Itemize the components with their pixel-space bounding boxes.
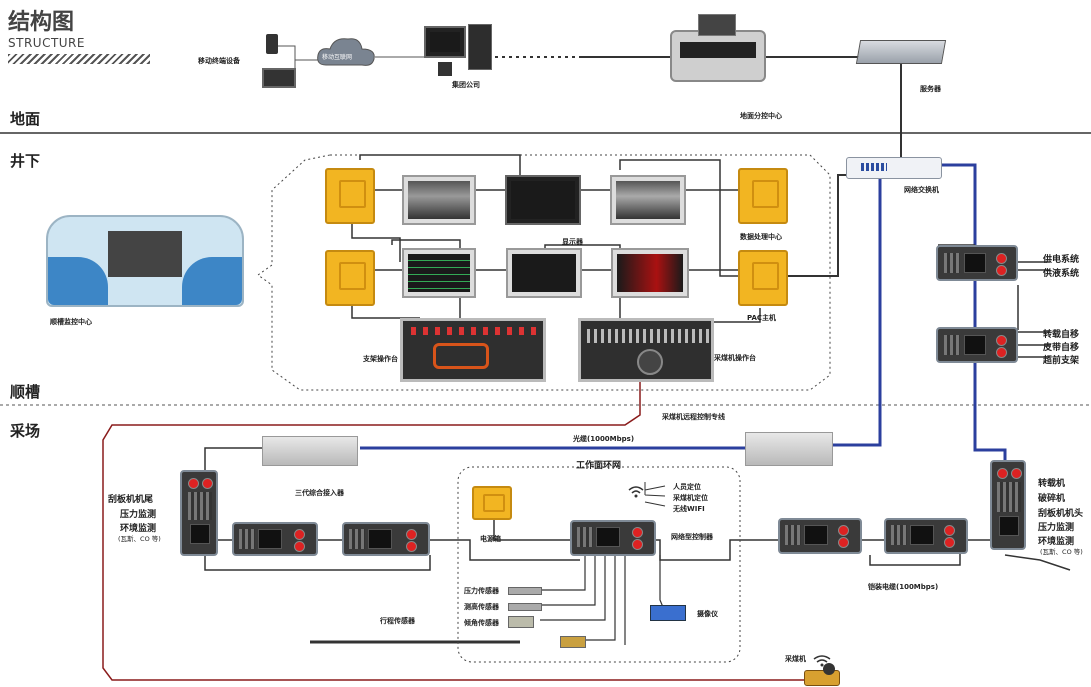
pac-host-box — [738, 250, 788, 306]
face-controller-1 — [232, 522, 318, 556]
display-1 — [402, 175, 476, 225]
transfer-move-label: 转载自移 — [1043, 327, 1079, 340]
zone-trough-label: 顺槽 — [10, 381, 40, 402]
display-6 — [611, 248, 689, 298]
supply-controller-1 — [936, 245, 1018, 281]
tail-note: (瓦斯、CO 等) — [118, 533, 161, 543]
monitor-center-label: 顺槽监控中心 — [50, 317, 92, 327]
face-controller-4 — [884, 518, 968, 554]
head-item-2: 破碎机 — [1038, 491, 1065, 504]
tail-item-2: 压力监测 — [120, 507, 156, 520]
network-controller — [570, 520, 656, 556]
sensor-label-tilt: 倾角传感器 — [464, 618, 499, 628]
zone-underground-label: 井下 — [10, 150, 40, 171]
power-box-label: 电源箱 — [480, 534, 501, 544]
height-sensor-icon — [508, 603, 542, 611]
network-switch-label: 网络交换机 — [904, 185, 939, 195]
camera-label: 摄像仪 — [697, 609, 718, 619]
camera-icon — [650, 605, 686, 621]
access-unit-label: 三代综合接入器 — [295, 488, 344, 498]
advance-support-label: 超前支架 — [1043, 353, 1079, 366]
server-label: 服务器 — [920, 84, 941, 94]
remote-line-label: 采煤机远程控制专线 — [662, 412, 725, 422]
pac-host-label: PAC主机 — [747, 313, 776, 323]
data-center-box — [738, 168, 788, 224]
shearer-console — [578, 318, 714, 382]
head-note: (瓦斯、CO 等) — [1040, 546, 1083, 556]
flameproof-box-2 — [325, 250, 375, 306]
stroke-sensor-icon — [560, 636, 586, 648]
internet-label: 移动互联网 — [322, 52, 352, 61]
data-center-label: 数据处理中心 — [740, 232, 782, 242]
group-company-stand — [438, 62, 452, 76]
power-supply-label: 供电系统 — [1043, 252, 1079, 265]
sensor-label-height: 测高传感器 — [464, 602, 499, 612]
supply-controller-2 — [936, 327, 1018, 363]
pressure-sensor-icon — [508, 587, 542, 595]
shearer-label: 采煤机 — [785, 654, 806, 664]
sensor-label-pressure: 压力传感器 — [464, 586, 499, 596]
network-switch-icon — [846, 157, 942, 179]
liquid-supply-label: 供液系统 — [1043, 266, 1079, 279]
tablet-icon — [262, 68, 296, 88]
face-controller-3 — [778, 518, 862, 554]
wireless-item-2: 采煤机定位 — [673, 493, 708, 503]
ground-control-label: 地面分控中心 — [740, 111, 782, 121]
head-item-4: 压力监测 — [1038, 520, 1074, 533]
display-5 — [506, 248, 582, 298]
zone-ground-label: 地面 — [10, 108, 40, 129]
power-box-icon — [472, 486, 512, 520]
display-2 — [505, 175, 581, 225]
group-company-label: 集团公司 — [452, 80, 480, 90]
wireless-item-3: 无线WIFI — [673, 504, 705, 514]
ground-control-desk — [670, 30, 766, 82]
stroke-sensor-label: 行程传感器 — [380, 616, 415, 626]
head-item-1: 转载机 — [1038, 476, 1065, 489]
head-controller — [990, 460, 1026, 550]
access-unit-left — [262, 436, 358, 466]
display-3 — [610, 175, 686, 225]
head-item-3: 刮板机机头 — [1038, 506, 1083, 519]
monitor-center-booth — [46, 215, 244, 307]
shearer-console-label: 采煤机操作台 — [714, 353, 756, 363]
tail-controller — [180, 470, 218, 556]
display-4 — [402, 248, 476, 298]
network-controller-label: 网络型控制器 — [671, 532, 713, 542]
ring-network-label: 工作面环网 — [576, 458, 621, 471]
tilt-sensor-icon — [508, 616, 534, 628]
support-console — [400, 318, 546, 382]
fiber-label: 光缆(1000Mbps) — [573, 434, 634, 444]
group-company-tower — [468, 24, 492, 70]
armored-cable-label: 铠装电缆(100Mbps) — [868, 582, 938, 592]
flameproof-box-1 — [325, 168, 375, 224]
phone-icon — [266, 34, 278, 54]
wireless-item-1: 人员定位 — [673, 482, 701, 492]
support-console-label: 支架操作台 — [363, 354, 398, 364]
access-unit-right — [745, 432, 833, 466]
wifi-icon — [627, 484, 645, 498]
zone-face-label: 采场 — [10, 420, 40, 441]
tail-item-1: 刮板机机尾 — [108, 492, 153, 505]
mobile-terminal-label: 移动终端设备 — [198, 56, 240, 66]
belt-move-label: 皮带自移 — [1043, 340, 1079, 353]
server-icon — [856, 40, 946, 64]
group-company-monitor — [424, 26, 466, 58]
face-controller-2 — [342, 522, 430, 556]
shearer-icon — [804, 670, 840, 686]
display-label: 显示器 — [562, 237, 583, 247]
